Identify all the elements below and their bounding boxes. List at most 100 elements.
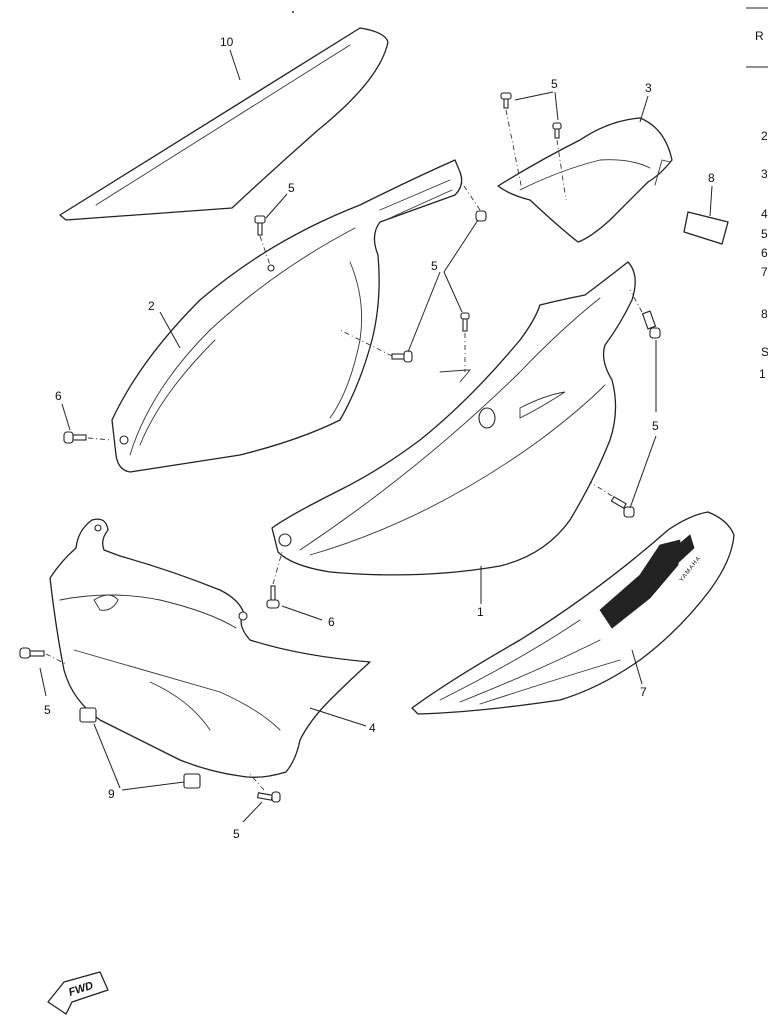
part-9-clips [79,707,201,789]
callout-10: 10 [220,35,234,49]
screw-head [19,647,31,659]
leader-5-right-b [629,435,657,509]
table-row-6: 7 [761,265,768,279]
side-cover-outline [111,159,463,473]
callout-3: 3 [645,81,652,95]
screw-head [552,122,562,130]
screw-shank [554,128,560,139]
table-row-1: 2 [761,129,768,143]
screw-shank [641,310,657,330]
leader-5-cover-top [265,193,288,219]
callout-1: 1 [477,605,484,619]
screw-head [266,599,280,609]
screw-head [623,506,635,518]
leader-5-center-c [407,271,441,353]
main-panel-mount-hole [278,533,292,547]
lower-cover-crease-2 [73,649,281,731]
main-panel-upper-crease [299,297,601,551]
part-8-label [683,185,729,245]
leader-5-left [39,667,47,697]
side-cover-upper-hole [267,264,275,272]
main-panel-hole [478,407,496,429]
leader-9-b [121,781,185,791]
table-row-5: 6 [761,246,768,260]
part-4-lower-cover [49,518,371,778]
tail-cover-outline [497,117,673,243]
screw-axis [556,139,567,201]
screw-axis [339,329,393,357]
part-1-main-panel [271,261,636,576]
leader-5-center-a [443,219,479,273]
table-row-4: 5 [761,227,768,241]
leader-3 [639,95,649,123]
lower-cover-hole [238,611,248,621]
screw-head [403,350,413,363]
part-7-decal: YAMAHA [411,511,735,715]
clip-right [183,773,201,789]
screw-5-center-upper [459,179,487,222]
screw-shank [391,353,405,360]
lower-cover-opening [93,594,119,611]
leader-7 [631,649,643,685]
lower-cover-crease-3 [149,681,211,731]
screw-axis [272,551,283,585]
screw-5-tail-right [552,122,567,201]
callout-9: 9 [108,787,115,801]
screw-head [475,210,487,222]
callout-6-left: 6 [55,389,62,403]
screw-head [460,312,470,320]
side-cover-mount-hole [119,435,129,445]
screw-shank [270,585,276,601]
screw-axis [505,109,523,191]
leader-8 [709,185,713,217]
leader-5a-left [514,91,554,101]
callout-5-right: 5 [652,419,659,433]
seat-stitch-line [95,44,351,206]
side-cover-rail-1 [379,179,451,211]
leader-9-a [93,723,121,789]
callout-5-tail: 5 [551,77,558,91]
side-cover-rib [139,339,216,446]
screw-5-left [19,647,67,665]
callout-6-bottom: 6 [328,615,335,629]
screw-5-cover-top [254,215,271,266]
stray-mark [292,11,294,13]
table-header-letter: R [755,29,764,43]
screw-5-bottom [247,771,281,803]
screw-shank [256,792,273,801]
clip-left [79,707,97,723]
callout-2: 2 [148,299,155,313]
screw-6-left [63,431,113,444]
tail-cover-crease [519,159,651,191]
screw-axis [589,481,613,497]
callout-5-left: 5 [44,703,51,717]
screw-shank [503,98,509,109]
screw-shank [72,434,87,441]
side-cover-rear-edge [329,261,363,419]
callout-5-cover-top: 5 [288,181,295,195]
callout-5-center: 5 [431,259,438,273]
lower-cover-outline [49,518,371,778]
screw-axis [87,437,113,441]
table-row-8: S [761,345,768,359]
leader-5-bottom [242,801,263,823]
screw-axis [629,289,643,313]
screw-shank [610,496,627,509]
decal-graphic-2 [659,534,695,573]
tail-cover-lip [654,159,671,186]
leader-5a-right [554,91,559,121]
fwd-arrow-icon: FWD [47,971,109,1015]
main-panel-tab [439,369,471,383]
callout-5-bottom: 5 [233,827,240,841]
screw-head [63,431,74,444]
screw-axis [459,179,481,211]
main-panel-lower-crease [309,384,606,556]
leader-6-bottom [281,605,323,621]
screw-head [649,327,661,339]
leader-10 [229,49,241,81]
lower-cover-crease-1 [59,594,237,629]
screw-5-right-upper [629,289,661,339]
screw-head [271,791,281,803]
screw-axis [259,235,271,266]
screw-5-tail-left [500,92,523,191]
